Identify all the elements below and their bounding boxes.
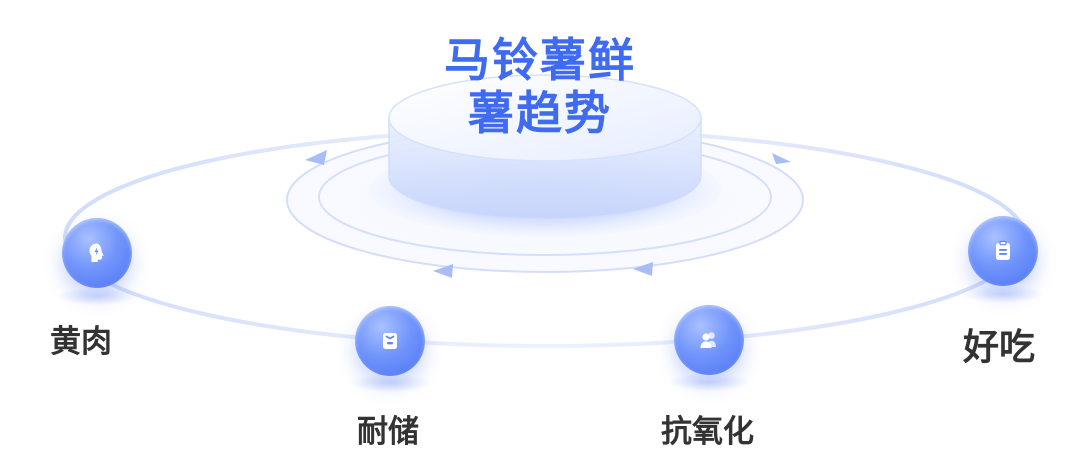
node-shadow-naichu [348, 374, 432, 392]
title-line-1: 马铃薯鲜 [444, 33, 636, 87]
node-shadow-kangyanghua [667, 373, 751, 391]
node-shadow-huangrou [55, 287, 139, 305]
orbit-arrow-bottom-right [633, 262, 653, 276]
node-haochi [968, 216, 1038, 286]
label-kangyanghua: 抗氧化 [661, 414, 754, 450]
storage-box-icon [383, 333, 397, 349]
clipboard-icon [996, 240, 1010, 260]
orbit-arrow-bottom-left [433, 264, 453, 278]
orbit-arrow-left-upper [305, 150, 327, 165]
node-naichu [355, 306, 425, 376]
head-lightning-icon [89, 243, 104, 262]
node-kangyanghua [674, 305, 744, 375]
label-haochi: 好吃 [963, 327, 1036, 368]
node-huangrou [62, 218, 132, 288]
people-icon [700, 332, 716, 348]
label-naichu: 耐储 [357, 414, 419, 450]
title-line-2: 薯趋势 [468, 86, 612, 140]
node-shadow-haochi [961, 285, 1045, 303]
label-huangrou: 黄肉 [50, 324, 112, 360]
cylinder-top [388, 74, 702, 162]
orbit-arrow-right-upper [772, 153, 791, 164]
